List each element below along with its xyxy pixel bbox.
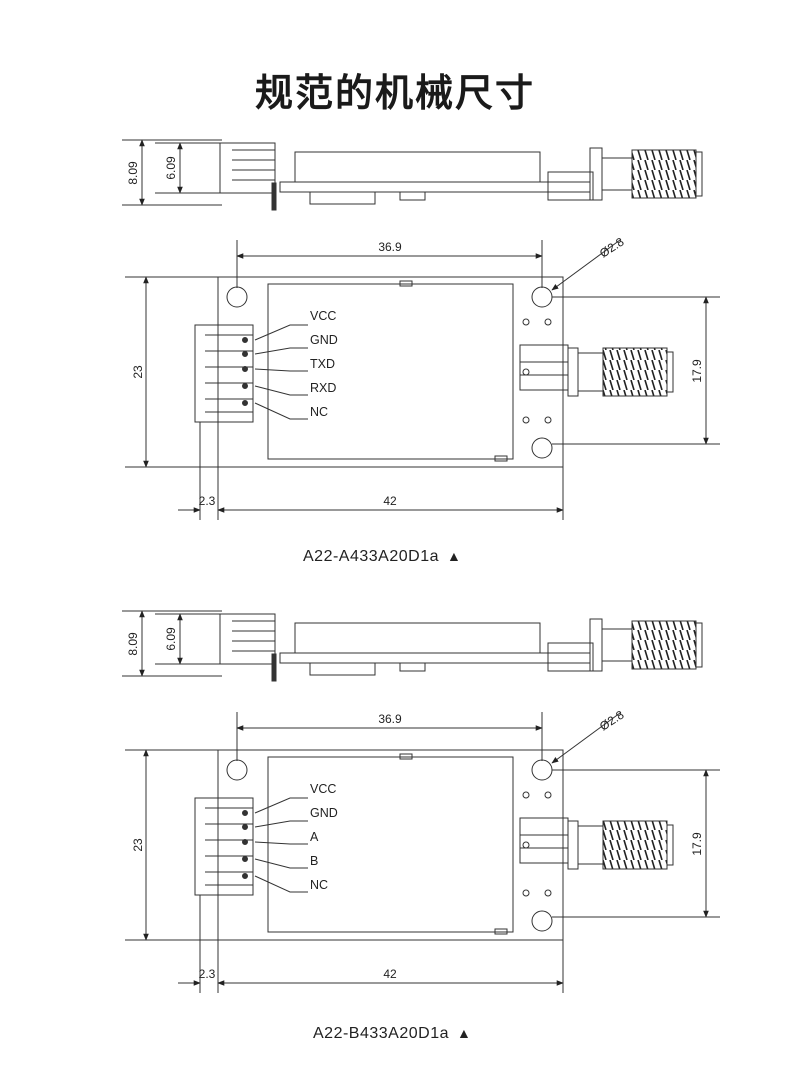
dim-length-2: 42 xyxy=(383,967,397,981)
pin-header-2 xyxy=(194,797,254,896)
board-outline-2 xyxy=(217,749,564,941)
triangle-icon: ▲ xyxy=(446,548,462,564)
dim-side-total-1: 8.09 xyxy=(126,161,140,185)
side-pcb-2 xyxy=(279,652,591,664)
pin-label-1-1: VCC xyxy=(310,309,336,323)
dim-hole-spacing-1: 36.9 xyxy=(378,240,402,254)
dim-side-body-2: 6.09 xyxy=(164,627,178,651)
model-caption-1: A22-A433A20D1a ▲ xyxy=(303,548,461,566)
triangle-icon: ▲ xyxy=(456,1025,472,1041)
side-antenna-1 xyxy=(631,149,697,199)
side-shield-1 xyxy=(294,151,541,183)
side-shield-2 xyxy=(294,622,541,654)
side-view-1 xyxy=(122,139,703,211)
pin-label-1-3: TXD xyxy=(310,357,335,371)
side-pcb-1 xyxy=(279,181,591,193)
dim-hole-spacing-2: 36.9 xyxy=(378,712,402,726)
shield-can-1 xyxy=(267,283,514,460)
dim-hole-dia-2: Ø2.8 xyxy=(597,707,627,733)
pin-label-1-5: NC xyxy=(310,405,328,419)
module-2: 8.09 6.09 xyxy=(122,610,720,993)
side-connector-1 xyxy=(219,142,276,194)
pin-label-2-1: VCC xyxy=(310,782,336,796)
model-name-1: A22-A433A20D1a xyxy=(303,548,439,565)
side-connector-2 xyxy=(219,613,276,665)
dim-height-2: 23 xyxy=(131,838,145,852)
module-1: 8.09 6.09 xyxy=(122,139,720,520)
side-antenna-2 xyxy=(631,620,697,670)
mount-hole-br-2 xyxy=(531,910,553,932)
shield-can-2 xyxy=(267,756,514,933)
pin-label-2-5: NC xyxy=(310,878,328,892)
pin-label-2-2: GND xyxy=(310,806,338,820)
mount-hole-tl-2 xyxy=(226,759,248,781)
dim-side-body-1: 6.09 xyxy=(164,156,178,180)
dim-antenna-offset-1: 17.9 xyxy=(690,359,704,383)
pin-label-1-2: GND xyxy=(310,333,338,347)
dim-antenna-offset-2: 17.9 xyxy=(690,832,704,856)
model-name-2: A22-B433A20D1a xyxy=(313,1025,449,1042)
pin-header-1 xyxy=(194,324,254,423)
antenna-1 xyxy=(602,347,668,397)
dim-pin-offset-2: 2.3 xyxy=(199,967,216,981)
pin-label-2-3: A xyxy=(310,830,319,844)
mount-hole-br-1 xyxy=(531,437,553,459)
dim-height-1: 23 xyxy=(131,365,145,379)
mount-hole-tr-1 xyxy=(531,286,553,308)
dim-length-1: 42 xyxy=(383,494,397,508)
mount-hole-tr-2 xyxy=(531,759,553,781)
board-outline-1 xyxy=(217,276,564,468)
side-view-2 xyxy=(122,610,703,682)
pin-label-1-4: RXD xyxy=(310,381,336,395)
dim-hole-dia-1: Ø2.8 xyxy=(597,234,627,260)
dim-pin-offset-1: 2.3 xyxy=(199,494,216,508)
dim-side-total-2: 8.09 xyxy=(126,632,140,656)
top-view-1 xyxy=(125,239,720,520)
mount-hole-tl-1 xyxy=(226,286,248,308)
page-title: 规范的机械尺寸 xyxy=(254,71,535,115)
top-view-2 xyxy=(125,712,720,993)
antenna-2 xyxy=(602,820,668,870)
model-caption-2: A22-B433A20D1a ▲ xyxy=(313,1025,471,1043)
pin-label-2-4: B xyxy=(310,854,318,868)
